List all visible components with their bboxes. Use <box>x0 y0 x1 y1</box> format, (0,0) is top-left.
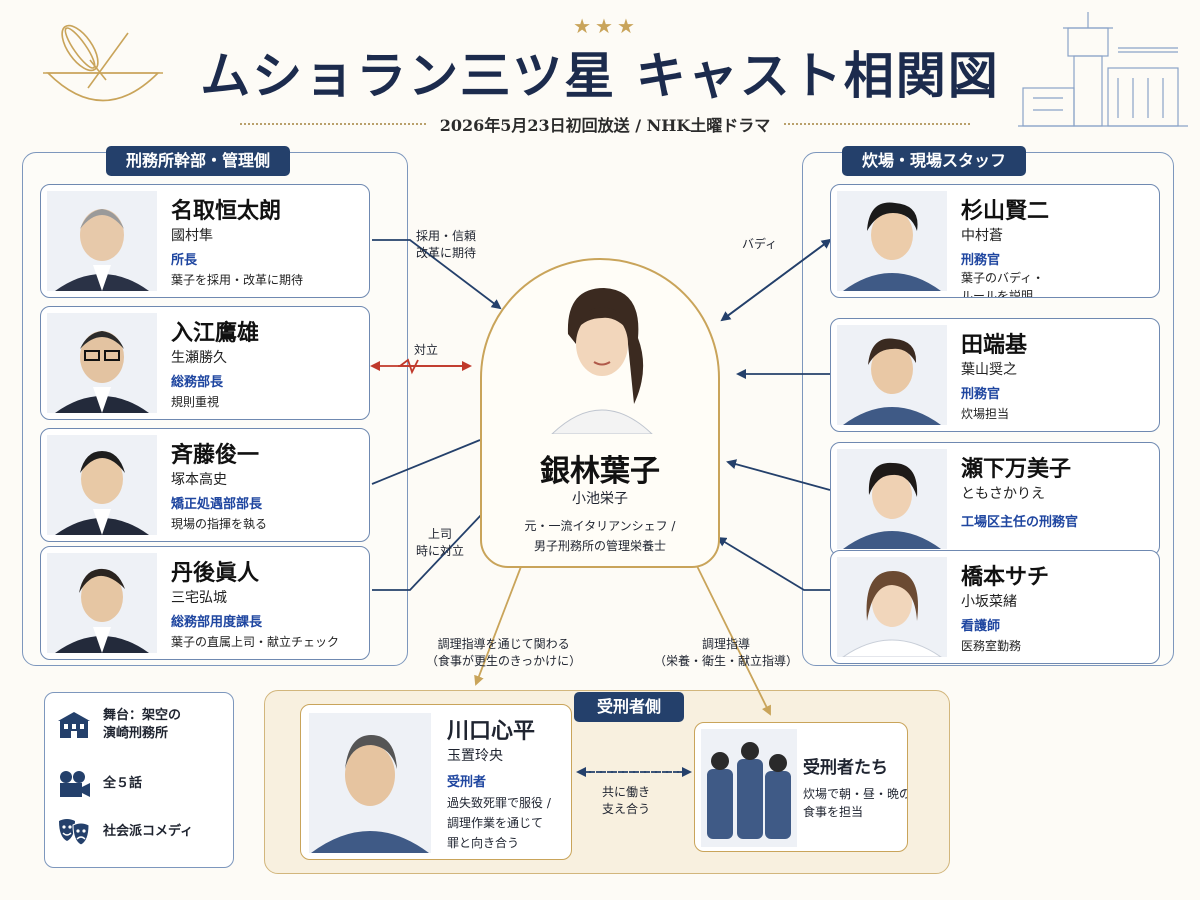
subtitle: 2026年5月23日初回放送 / NHK土曜ドラマ <box>439 116 771 135</box>
edge-boss <box>372 493 502 591</box>
info-legend: 舞台：架空の 演崎刑務所 全５話 社会派コメディ <box>44 692 234 868</box>
character-desc: 規則重視 <box>171 395 220 409</box>
divider-right <box>784 123 971 125</box>
actor-name: 玉置玲央 <box>447 748 503 764</box>
prison-building-illustration <box>1018 12 1188 127</box>
edge-cook <box>695 563 771 716</box>
edge-label-conflict: 対立 <box>414 343 439 357</box>
film-camera-icon <box>60 771 90 797</box>
portrait-ginbayashi <box>551 288 653 434</box>
character-name: 丹後眞人 <box>171 560 260 586</box>
character-desc: 葉子の直属上司・献立チェック <box>171 635 340 649</box>
edge-label-hire: 採用・信頼 改革に期待 <box>416 229 477 260</box>
portrait-seshita <box>837 449 947 549</box>
character-card-tango[interactable]: 丹後眞人 三宅弘城 総務部用度課長 葉子の直属上司・献立チェック <box>40 546 370 660</box>
edge-hashimoto <box>716 536 830 591</box>
character-card-saito[interactable]: 斉藤俊一 塚本高史 矯正処遇部部長 現場の指揮を執る <box>40 428 370 542</box>
character-role: 看護師 <box>961 619 1001 634</box>
portrait-tango <box>47 553 157 653</box>
character-name: 田端基 <box>961 332 1028 358</box>
divider-left <box>240 123 426 125</box>
character-desc: 医務室勤務 <box>961 639 1022 653</box>
edge-cook-guide <box>474 563 523 686</box>
character-name: 入江鷹雄 <box>171 320 260 346</box>
edge-label-cook-guide: 調理指導を通じて関わる （食事が更生のきっかけに） <box>426 637 582 668</box>
character-role: 矯正処遇部部長 <box>171 497 263 512</box>
character-desc: 炊場担当 <box>961 407 1010 421</box>
actor-name: 小坂菜緒 <box>961 594 1017 610</box>
group-label-management: 刑務所幹部・管理側 <box>106 146 291 176</box>
legend-stage: 舞台：架空の 演崎刑務所 <box>57 707 181 743</box>
character-card-natori[interactable]: 名取恒太朗 國村隼 所長 葉子を採用・改革に期待 <box>40 184 370 298</box>
edge-label-boss: 上司 時に対立 <box>416 527 465 558</box>
character-card-kawaguchi[interactable]: 川口心平 玉置玲央 受刑者 過失致死罪で服役 / 調理作業を通じて 罪と向き合う <box>300 704 572 860</box>
protagonist-actor: 小池栄子 <box>572 491 628 507</box>
character-name: 斉藤俊一 <box>171 442 260 468</box>
character-desc: 過失致死罪で服役 / 調理作業を通じて 罪と向き合う <box>447 796 551 850</box>
portrait-natori <box>47 191 157 291</box>
character-desc: 葉子を採用・改革に期待 <box>171 273 304 287</box>
protagonist-desc: 元・一流イタリアンシェフ / 男子刑務所の管理栄養士 <box>524 519 676 553</box>
inmates-group-card[interactable]: 受刑者たち 炊場で朝・昼・晩の 食事を担当 <box>694 722 908 852</box>
character-name: 杉山賢二 <box>961 198 1050 224</box>
character-role: 刑務官 <box>961 253 1001 268</box>
character-card-seshita[interactable]: 瀬下万美子 ともさかりえ 工場区主任の刑務官 <box>830 442 1160 556</box>
protagonist-name: 銀林葉子 <box>540 454 660 489</box>
character-role: 総務部用度課長 <box>171 615 263 630</box>
protagonist-card[interactable]: 銀林葉子 小池栄子 元・一流イタリアンシェフ / 男子刑務所の管理栄養士 <box>480 258 720 568</box>
actor-name: ともさかりえ <box>961 486 1045 502</box>
edge-hire <box>372 239 502 310</box>
group-label-kitchen-staff: 炊場・現場スタッフ <box>842 146 1027 176</box>
character-role: 受刑者 <box>447 775 487 790</box>
legend-genre: 社会派コメディ <box>57 817 193 847</box>
character-name: 橋本サチ <box>961 564 1050 590</box>
edge-seshita <box>726 459 831 491</box>
actor-name: 生瀬勝久 <box>171 350 227 366</box>
edge-saito <box>371 439 481 485</box>
character-card-tabata[interactable]: 田端基 葉山奨之 刑務官 炊場担当 <box>830 318 1160 432</box>
actor-name: 國村隼 <box>171 228 213 244</box>
portrait-hashimoto <box>837 557 947 657</box>
character-card-hashimoto[interactable]: 橋本サチ 小坂菜緒 看護師 医務室勤務 <box>830 550 1160 664</box>
edge-label-cook: 調理指導 （栄養・衛生・献立指導） <box>654 637 799 668</box>
group-label-inmates: 受刑者側 <box>574 692 684 722</box>
legend-episodes: 全５話 <box>57 769 142 799</box>
page-title: ムショラン三ツ星 キャスト相関図 <box>200 46 1000 105</box>
subtitle-row: 2026年5月23日初回放送 / NHK土曜ドラマ <box>240 112 971 136</box>
character-name: 川口心平 <box>447 718 536 744</box>
edge-buddy-back <box>720 239 831 322</box>
edge-label-buddy: バディ <box>742 237 778 251</box>
character-role: 刑務官 <box>961 387 1001 402</box>
building-icon <box>58 712 90 738</box>
character-name: 名取恒太朗 <box>171 198 282 224</box>
inmates-group-desc: 炊場で朝・昼・晩の 食事を担当 <box>803 787 908 819</box>
portrait-saito <box>47 435 157 535</box>
actor-name: 中村蒼 <box>961 228 1003 244</box>
portrait-tabata <box>837 325 947 425</box>
character-card-sugiyama[interactable]: 杉山賢二 中村蒼 刑務官 葉子のバディ・ ルールを説明 <box>830 184 1160 298</box>
theater-masks-icon <box>59 819 90 846</box>
whisk-bowl-illustration <box>43 24 163 102</box>
actor-name: 三宅弘城 <box>171 590 227 606</box>
character-role: 工場区主任の刑務官 <box>961 515 1079 530</box>
character-role: 総務部長 <box>171 375 224 390</box>
portrait-inmates <box>701 729 797 847</box>
character-role: 所長 <box>171 253 198 268</box>
inmates-group-name: 受刑者たち <box>803 758 888 778</box>
portrait-sugiyama <box>837 191 947 291</box>
three-stars: ★★★ <box>573 14 639 38</box>
character-card-irie[interactable]: 入江鷹雄 生瀬勝久 総務部長 規則重視 <box>40 306 370 420</box>
actor-name: 葉山奨之 <box>961 362 1017 378</box>
character-desc: 葉子のバディ・ ルールを説明 <box>961 271 1045 298</box>
character-name: 瀬下万美子 <box>961 456 1072 482</box>
actor-name: 塚本高史 <box>171 472 227 488</box>
portrait-irie <box>47 313 157 413</box>
edge-label-work-together: 共に働き 支え合う <box>602 785 651 816</box>
portrait-kawaguchi <box>309 713 431 853</box>
character-desc: 現場の指揮を執る <box>171 517 268 531</box>
